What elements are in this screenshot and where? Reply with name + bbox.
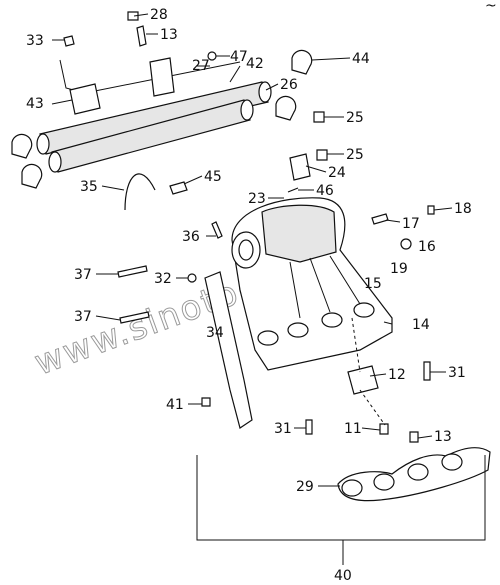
bolt-36 <box>211 221 223 239</box>
nut-32 <box>187 273 197 283</box>
callout-42: 42 <box>246 56 264 72</box>
stud-13b <box>409 431 419 443</box>
callout-27: 27 <box>192 58 210 74</box>
sensor-17 <box>371 213 389 225</box>
callout-28: 28 <box>150 7 168 23</box>
stud-13 <box>136 25 147 47</box>
corner-mark: ~ <box>485 0 497 14</box>
screw-18 <box>427 205 435 215</box>
bolt-11 <box>379 423 389 435</box>
callout-11: 11 <box>344 421 362 437</box>
callout-31: 31 <box>274 421 292 437</box>
fuel-rail-upper <box>36 81 272 155</box>
support-bracket-34 <box>204 271 253 429</box>
rail-bracket <box>69 57 175 115</box>
screw-33 <box>63 35 75 47</box>
throttle-12 <box>347 365 379 395</box>
callout-13: 13 <box>160 27 178 43</box>
leader-lines <box>51 13 453 487</box>
callout-18: 18 <box>454 201 472 217</box>
sensor-24 <box>289 153 311 181</box>
callout-25: 25 <box>346 110 364 126</box>
stud-37b <box>119 311 150 324</box>
bolt-45 <box>169 181 188 195</box>
stud-31b <box>305 419 313 435</box>
callout-34: 34 <box>206 325 224 341</box>
stud-37a <box>117 265 148 278</box>
callout-labels: 28 33 13 47 42 27 44 26 43 25 25 24 35 4… <box>26 7 472 584</box>
callout-16: 16 <box>418 239 436 255</box>
callout-32: 32 <box>154 271 172 287</box>
callout-25: 25 <box>346 147 364 163</box>
callout-15: 15 <box>364 276 382 292</box>
nut-28 <box>127 11 139 21</box>
callout-24: 24 <box>328 165 346 181</box>
callout-43: 43 <box>26 96 44 112</box>
callout-35: 35 <box>80 179 98 195</box>
callout-45: 45 <box>204 169 222 185</box>
callout-12: 12 <box>388 367 406 383</box>
callout-17: 17 <box>402 216 420 232</box>
hose-35 <box>124 173 156 211</box>
callout-14: 14 <box>412 317 430 333</box>
manifold-gasket-29 <box>337 447 491 502</box>
intake-manifold <box>231 197 393 371</box>
callout-41: 41 <box>166 397 184 413</box>
callout-23: 23 <box>248 191 266 207</box>
callout-46: 46 <box>316 183 334 199</box>
callout-29: 29 <box>296 479 314 495</box>
nut-25b <box>316 149 328 161</box>
pin-46 <box>287 187 299 193</box>
callout-37: 37 <box>74 309 92 325</box>
callout-33: 33 <box>26 33 44 49</box>
callout-47: 47 <box>230 49 248 65</box>
bolt-41 <box>201 397 211 407</box>
injector-clips-left <box>11 133 43 189</box>
fuel-rail-lower <box>48 99 254 173</box>
callout-31: 31 <box>448 365 466 381</box>
callout-37: 37 <box>74 267 92 283</box>
callout-19: 19 <box>390 261 408 277</box>
callout-13: 13 <box>434 429 452 445</box>
callout-36: 36 <box>182 229 200 245</box>
callout-40: 40 <box>334 568 352 584</box>
plug-16 <box>400 238 412 250</box>
callout-26: 26 <box>280 77 298 93</box>
stud-31a <box>423 361 431 381</box>
nut-25a <box>313 111 325 123</box>
callout-44: 44 <box>352 51 370 67</box>
injector-clips-right <box>275 49 313 121</box>
